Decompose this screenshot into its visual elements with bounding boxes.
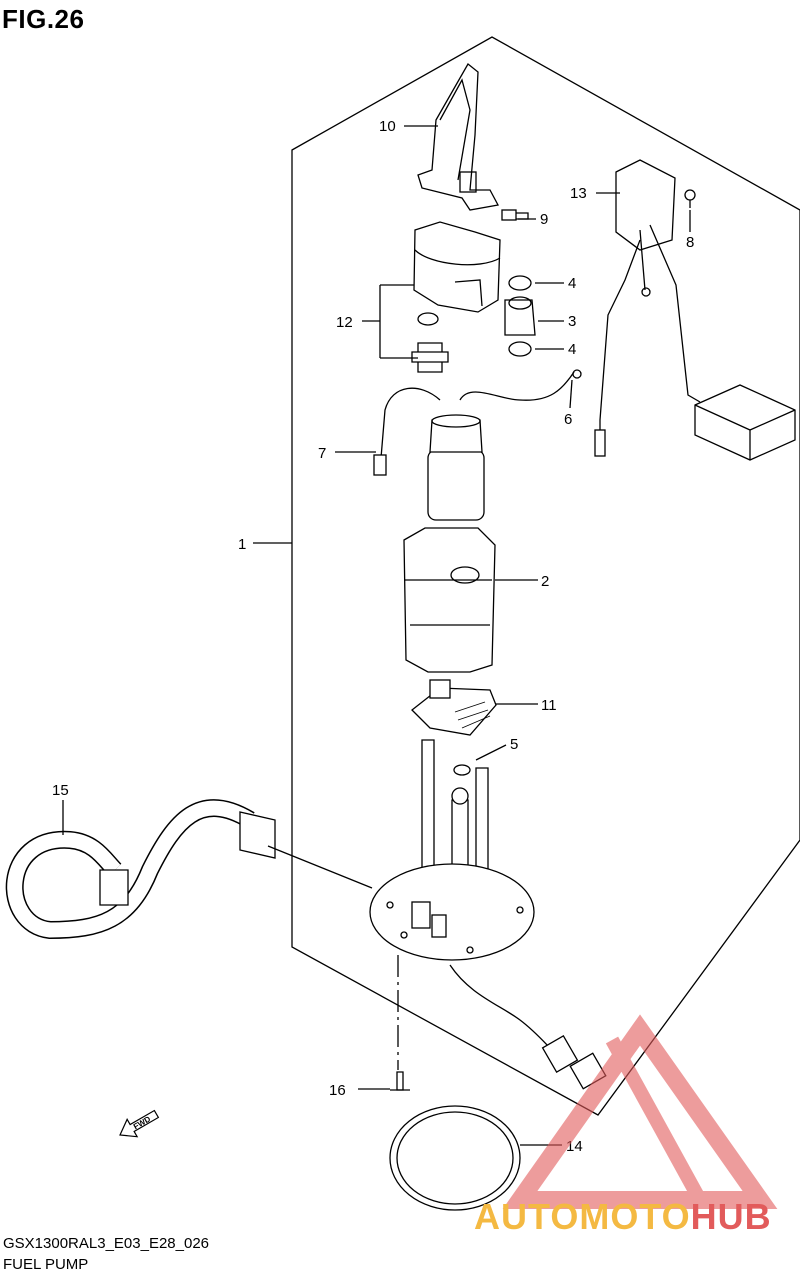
part-12-oring (417, 312, 439, 326)
part-13-float (694, 384, 796, 461)
callout-2: 2 (541, 573, 549, 590)
callout-9: 9 (540, 211, 548, 228)
part-4-oring-top (508, 275, 532, 291)
callout-7: 7 (318, 445, 326, 462)
callout-8: 8 (686, 234, 694, 251)
part-15-hose (5, 799, 276, 940)
part-7-wire (379, 387, 441, 471)
part-12-regulator (411, 342, 449, 373)
callout-15: 15 (52, 782, 69, 799)
part-14-gasket-inner (396, 1111, 514, 1205)
assembly-boundary (291, 36, 800, 1116)
part-5-oring (453, 764, 471, 776)
part-11-strainer (411, 679, 497, 736)
callout-6: 6 (564, 411, 572, 428)
callout-11: 11 (541, 697, 557, 714)
fuel-pump (427, 414, 485, 521)
callout-12: 12 (336, 314, 353, 331)
fwd-arrow-icon: FWD (119, 1109, 160, 1138)
part-16-bolt (390, 1071, 410, 1091)
part-12-housing (413, 221, 501, 313)
part-4-oring-bottom (508, 341, 532, 357)
watermark-text-b: HUB (690, 1196, 772, 1237)
part-3-valve (504, 296, 536, 336)
part-13-sensor (599, 159, 701, 450)
callout-5: 5 (510, 736, 518, 753)
callout-13: 13 (570, 185, 587, 202)
part-8-screw (684, 189, 696, 208)
part-6-wire (459, 371, 575, 401)
pump-plate (369, 863, 535, 961)
callout-4-top: 4 (568, 275, 576, 292)
part-10-bracket (417, 63, 499, 211)
callout-10: 10 (379, 118, 396, 135)
watermark-brand: AUTOMOTOHUB (474, 1196, 772, 1238)
watermark-logo-icon (502, 1014, 778, 1209)
callout-3: 3 (568, 313, 576, 330)
sensor-connector (594, 429, 606, 457)
part-2-holder (403, 527, 496, 673)
part-14-gasket-outer (389, 1105, 521, 1211)
part-name: FUEL PUMP (3, 1256, 89, 1273)
callout-16: 16 (329, 1082, 346, 1099)
model-code: GSX1300RAL3_E03_E28_026 (3, 1235, 210, 1252)
figure-title: FIG.26 (2, 4, 85, 34)
callout-4-bottom: 4 (568, 341, 576, 358)
callout-1: 1 (238, 536, 246, 553)
watermark-text-a: AUTOMOTO (474, 1196, 691, 1237)
